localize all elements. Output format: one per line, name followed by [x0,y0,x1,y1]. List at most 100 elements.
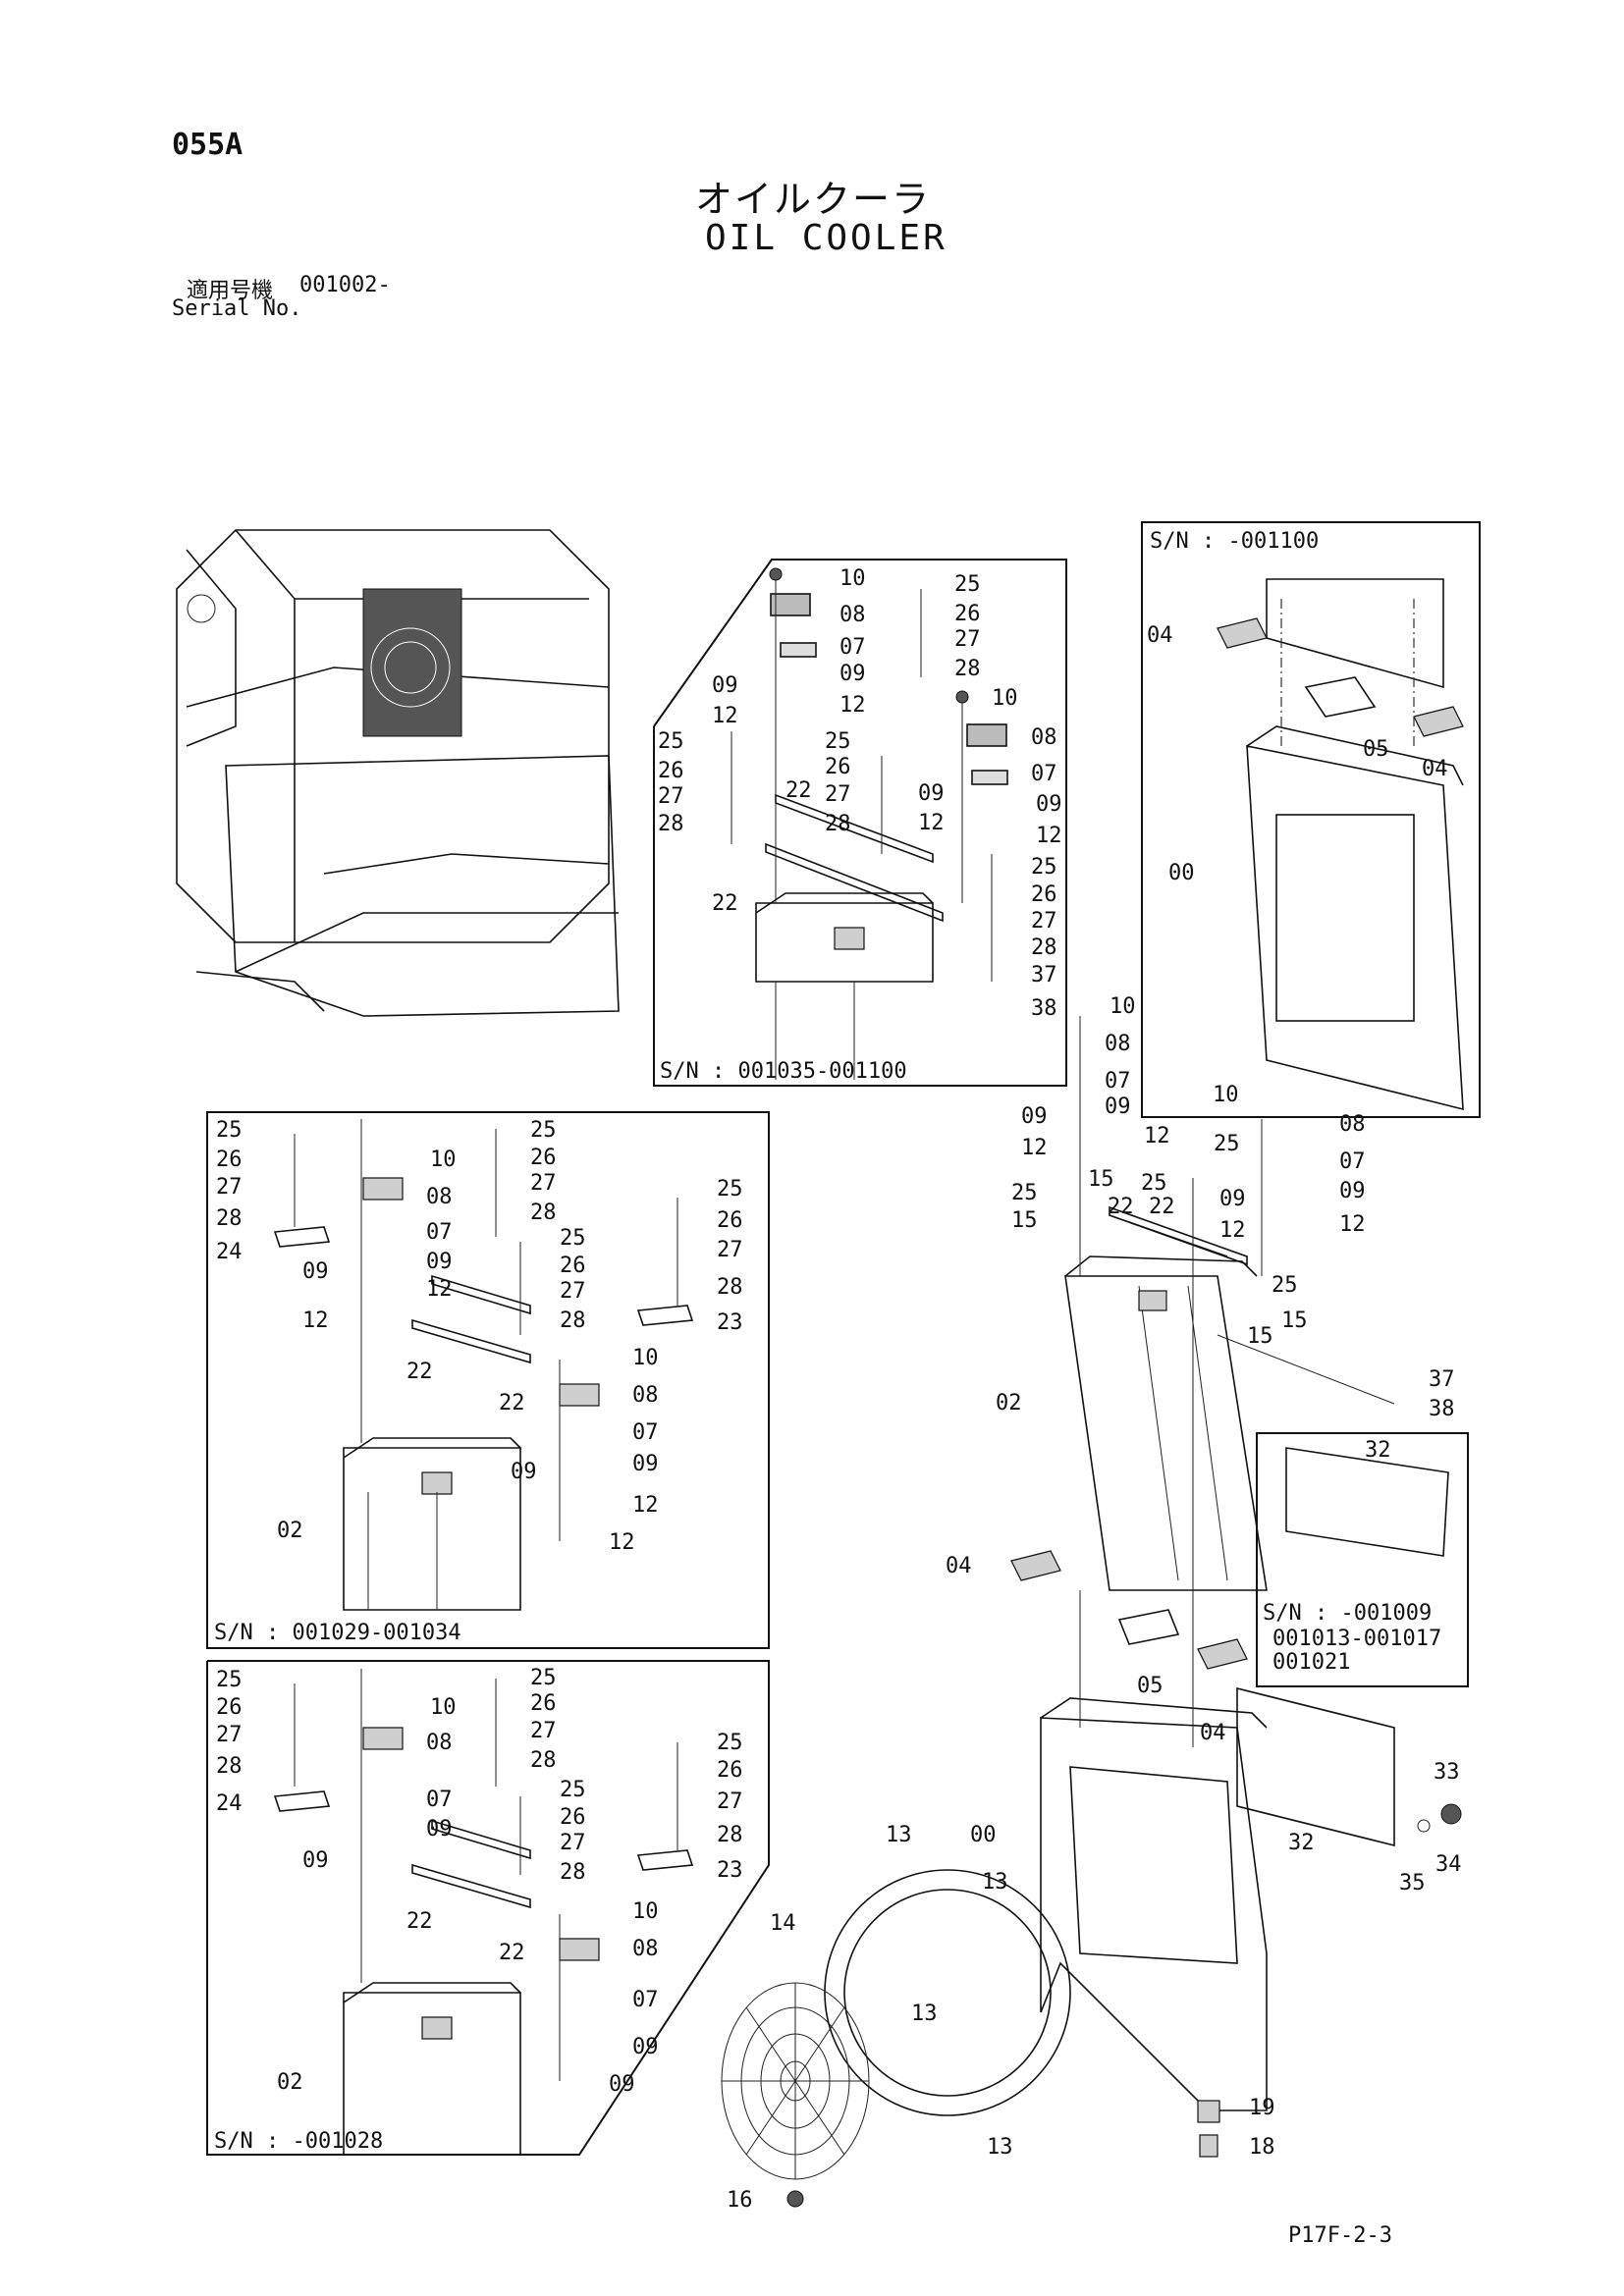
callout-label: 27 [560,1831,586,1855]
callout-label: 12 [426,1277,453,1302]
callout-label: 25 [1272,1273,1298,1298]
callout-label: 27 [825,782,851,807]
callout-label: 25 [954,572,981,597]
callout-label: 04 [946,1554,972,1578]
callout-label: 28 [658,812,684,836]
callout-label: 25 [530,1118,557,1143]
callout-label: 25 [216,1668,243,1692]
callout-label: 09 [1219,1187,1246,1211]
callout-label: 28 [1031,935,1057,960]
callout-label: 09 [632,2035,659,2059]
callout-label: 15 [1281,1308,1308,1333]
callout-label: 25 [530,1666,557,1690]
callout-label: 28 [560,1308,586,1333]
callout-label: 26 [560,1805,586,1830]
callout-label: 27 [954,627,981,652]
detail-box-001029-001034 [206,1111,770,1649]
callout-label: 10 [839,566,866,591]
callout-label: 37 [1031,963,1057,988]
callout-label: 12 [1021,1136,1048,1160]
detail-box-001035-001100 [653,559,1067,1087]
callout-label: 09 [918,781,945,806]
box-serial-label: S/N : 001035-001100 [660,1059,907,1084]
callout-label: 10 [632,1899,659,1924]
callout-label: 15 [1011,1208,1038,1233]
box-serial-label: S/N : -001028 [214,2129,383,2154]
callout-label: 04 [1422,757,1448,781]
box-serial-label: 001021 [1272,1650,1350,1675]
callout-label: 12 [632,1493,659,1518]
callout-label: 07 [426,1220,453,1245]
callout-label: 09 [1339,1179,1366,1203]
callout-label: 08 [426,1731,453,1755]
callout-label: 27 [717,1789,743,1814]
callout-label: 25 [1011,1181,1038,1205]
callout-label: 10 [430,1695,457,1720]
callout-label: 09 [712,673,738,698]
main-radiator-assembly [721,1016,1469,2208]
page-code: 055A [172,128,244,162]
callout-label: 09 [302,1848,329,1873]
callout-label: 26 [216,1148,243,1172]
callout-label: 35 [1399,1871,1426,1896]
callout-label: 13 [982,1870,1008,1895]
callout-label: 12 [918,811,945,835]
callout-label: 00 [970,1823,997,1847]
callout-label: 24 [216,1791,243,1816]
callout-label: 22 [499,1391,525,1415]
callout-label: 26 [216,1695,243,1720]
callout-label: 10 [992,686,1018,711]
callout-label: 26 [825,755,851,779]
callout-label: 26 [658,759,684,783]
callout-labels: 10 08 07 09 09 12 12 25 26 27 28 10 08 0… [214,529,1462,2213]
callout-label: 27 [717,1238,743,1262]
callout-label: 02 [996,1391,1022,1415]
callout-label: 09 [1105,1095,1131,1119]
callout-label: 05 [1137,1674,1164,1698]
callout-label: 10 [430,1148,457,1172]
callout-label: 12 [302,1308,329,1333]
fan-guard-14 [721,1982,870,2180]
callout-label: 26 [717,1208,743,1233]
callout-label: 13 [987,2135,1013,2160]
callout-label: 09 [511,1460,537,1484]
callout-label: 08 [426,1185,453,1209]
callout-label: 14 [770,1911,796,1936]
pad-07 [780,642,1008,785]
callout-label: 28 [825,812,851,836]
callout-label: 18 [1249,2135,1275,2160]
callout-label: 32 [1288,1831,1315,1855]
callout-label: 22 [1108,1195,1134,1219]
serial-label-english: Serial No. [172,296,302,321]
callout-label: 27 [1031,909,1057,934]
callout-label: 25 [1214,1132,1240,1156]
box-serial-label: 001013-001017 [1272,1627,1441,1651]
callout-label: 22 [406,1909,433,1934]
callout-label: 32 [1365,1438,1391,1463]
callout-label: 25 [717,1731,743,1755]
callout-label: 38 [1031,996,1057,1021]
callout-label: 09 [426,1250,453,1274]
callout-label: 10 [632,1346,659,1370]
callout-label: 28 [216,1754,243,1779]
callout-label: 16 [727,2188,753,2213]
callout-label: 07 [1339,1149,1366,1174]
callout-label: 26 [1031,882,1057,907]
box-serial-label: S/N : 001029-001034 [214,1621,461,1645]
callout-label: 09 [1021,1104,1048,1129]
callout-label: 12 [1036,824,1062,848]
callout-label: 24 [216,1240,243,1264]
callout-label: 12 [1339,1212,1366,1237]
callout-label: 07 [839,635,866,660]
callout-label: 27 [216,1723,243,1747]
serial-value: 001002- [299,273,391,297]
callout-label: 09 [302,1259,329,1284]
callout-label: 09 [632,1452,659,1476]
title-japanese: オイルクーラ [695,178,932,221]
callout-label: 10 [1110,994,1136,1019]
callout-label: 12 [1144,1124,1170,1148]
callout-label: 25 [1031,855,1057,880]
callout-label: 22 [785,778,812,803]
callout-label: 26 [717,1758,743,1783]
